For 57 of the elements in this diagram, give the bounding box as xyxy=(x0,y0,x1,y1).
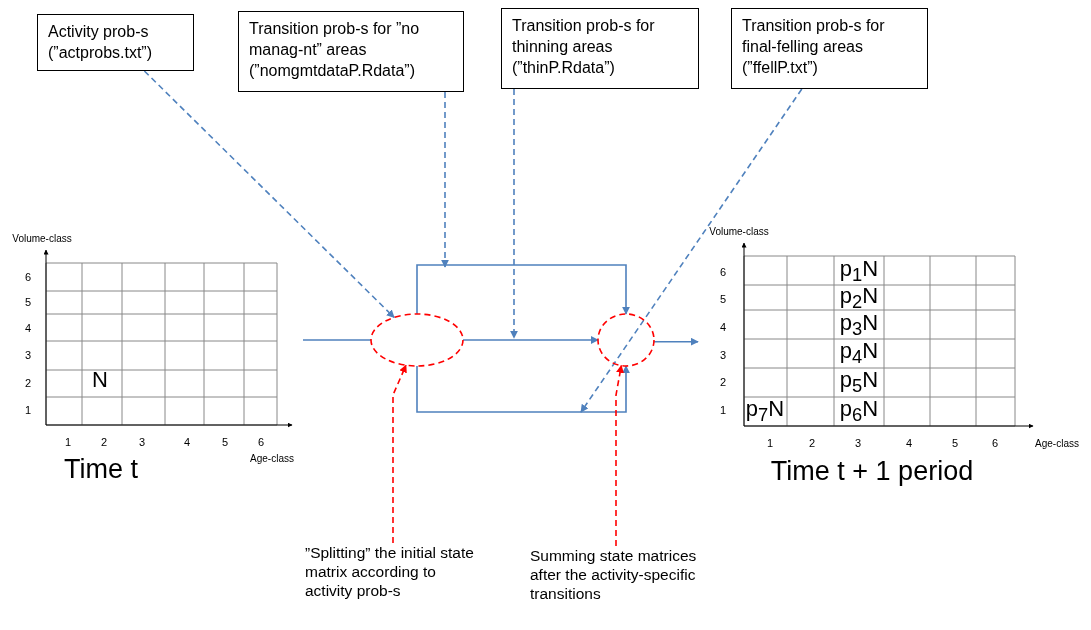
leader-arrow xyxy=(615,364,624,547)
arrow xyxy=(462,336,599,344)
cell-value: p$_{4}$N xyxy=(839,338,879,368)
dashed-ellipse xyxy=(371,314,463,366)
callout-box: Transition prob-s for final-felling areas (”ffellP.txt”) xyxy=(731,8,928,89)
arrow xyxy=(416,365,630,413)
axis-title: Volume-class xyxy=(709,225,769,237)
arrow xyxy=(653,337,699,346)
axis-tick-label: 2 xyxy=(719,375,727,389)
axis-tick-label: 1 xyxy=(719,403,727,417)
matrix-caption: Time t + 1 period xyxy=(770,457,974,487)
cell-value: p$_{7}$N xyxy=(745,396,785,426)
axis-tick-label: 5 xyxy=(719,292,727,306)
leader-arrow xyxy=(143,70,395,319)
arrow xyxy=(416,264,630,315)
axis-tick-label: 3 xyxy=(138,435,146,449)
axis-tick-label: 5 xyxy=(221,435,229,449)
axis-tick-label: 6 xyxy=(24,270,32,284)
line xyxy=(302,339,372,341)
axis-tick-label: 1 xyxy=(766,436,774,450)
cell-value: p$_{1}$N xyxy=(839,256,879,286)
callout-box: Transition prob-s for ”no manag-nt” areas (”nomgmtdataP.Rdata”) xyxy=(238,11,464,92)
axis-title: Age-class xyxy=(250,452,294,464)
callout-box: Activity prob-s (”actprobs.txt”) xyxy=(37,14,194,71)
axis-tick-label: 3 xyxy=(719,348,727,362)
axis-tick-label: 5 xyxy=(951,436,959,450)
leader-arrow xyxy=(510,88,518,339)
axis-tick-label: 3 xyxy=(24,348,32,362)
cell-value: N xyxy=(92,367,108,393)
note-text: Summing state matrices after the activity-specific transitions xyxy=(530,546,705,626)
leader-arrow xyxy=(580,88,803,413)
matrix-caption: Time t xyxy=(64,455,138,485)
axis-title: Volume-class xyxy=(12,232,72,244)
axis-tick-label: 2 xyxy=(808,436,816,450)
axis-tick-label: 1 xyxy=(64,435,72,449)
leader-arrow xyxy=(441,91,449,268)
axis-tick-label: 4 xyxy=(183,435,191,449)
axis-tick-label: 4 xyxy=(24,321,32,335)
axis-tick-label: 3 xyxy=(854,436,862,450)
axis-tick-label: 6 xyxy=(719,265,727,279)
axis-tick-label: 1 xyxy=(24,403,32,417)
axis-tick-label: 4 xyxy=(719,320,727,334)
cell-value: p$_{5}$N xyxy=(839,367,879,397)
axis-tick-label: 2 xyxy=(100,435,108,449)
dashed-ellipse xyxy=(598,314,654,366)
note-text: ”Splitting” the initial state matrix according to activity prob-s xyxy=(305,543,481,605)
axis-tick-label: 6 xyxy=(257,435,265,449)
axis-tick-label: 2 xyxy=(24,376,32,390)
axis-tick-label: 4 xyxy=(905,436,913,450)
cell-value: p$_{6}$N xyxy=(839,396,879,426)
axis-tick-label: 5 xyxy=(24,295,32,309)
axis-title: Age-class xyxy=(1035,437,1079,449)
axis-tick-label: 6 xyxy=(991,436,999,450)
leader-arrow xyxy=(392,364,407,544)
callout-box: Transition prob-s for thinning areas (”thinP.Rdata”) xyxy=(501,8,699,89)
cell-value: p$_{2}$N xyxy=(839,283,879,313)
cell-value: p$_{3}$N xyxy=(839,310,879,340)
